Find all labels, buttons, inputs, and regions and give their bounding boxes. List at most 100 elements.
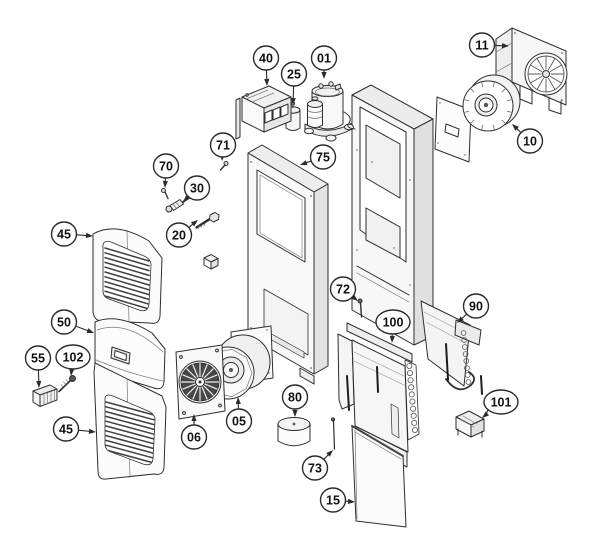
callout-01: 01 xyxy=(310,45,338,79)
part-55-switch-unit xyxy=(32,384,58,407)
callout-11: 11 xyxy=(468,32,509,58)
part-71-screw xyxy=(219,161,229,171)
part-30-temperature-sensor xyxy=(165,197,190,213)
part-15-access-panel xyxy=(351,425,407,528)
balloon-label: 102 xyxy=(63,351,84,365)
leader-arrow xyxy=(36,380,42,388)
balloon xyxy=(329,276,357,302)
balloon-label: 20 xyxy=(172,229,186,243)
balloon-label: 72 xyxy=(336,283,350,297)
balloon xyxy=(50,221,78,247)
callout-10: 10 xyxy=(512,124,544,154)
part-enclosure-frame xyxy=(351,84,434,346)
balloon-label: 71 xyxy=(216,139,230,153)
leader-arrow xyxy=(86,328,94,334)
leader-arrow xyxy=(501,43,509,49)
callout-45: 45 xyxy=(50,221,93,247)
balloon xyxy=(50,309,78,335)
leader-arrow xyxy=(350,294,358,301)
leader-arrow xyxy=(389,335,395,343)
balloon-label: 45 xyxy=(59,423,73,437)
balloon xyxy=(252,45,280,71)
leader-arrow xyxy=(292,410,298,417)
leader-arrow xyxy=(290,97,296,105)
callout-45: 45 xyxy=(52,416,96,442)
balloon-label: 45 xyxy=(57,228,71,242)
balloon-label: 15 xyxy=(326,494,340,508)
balloon xyxy=(24,345,52,371)
balloon-label: 100 xyxy=(383,316,404,330)
balloon xyxy=(310,45,338,71)
balloon-label: 11 xyxy=(475,39,488,53)
balloon-label: 50 xyxy=(57,316,71,330)
balloon-label: 25 xyxy=(287,68,301,82)
part-10-impeller-wheel xyxy=(462,74,521,132)
balloon-label: 30 xyxy=(190,182,204,196)
leader-arrow xyxy=(88,428,96,434)
callout-15: 15 xyxy=(319,487,355,513)
callout-layer: 40 25 01 11 10 75 71 70 30 20 45 50 55 102 45 06 05 80 72 1… xyxy=(24,32,544,513)
part-mounting-screws xyxy=(346,343,483,411)
balloon xyxy=(165,222,193,248)
balloon xyxy=(55,344,91,370)
callout-101: 101 xyxy=(482,389,519,418)
leader-arrow xyxy=(347,498,355,504)
part-45-top-grille-panel xyxy=(92,228,163,324)
balloon xyxy=(152,153,180,179)
leader-arrow xyxy=(191,414,197,421)
balloon-label: 70 xyxy=(159,160,173,174)
part-75-front-cover xyxy=(247,144,329,385)
part-11-fan-housing xyxy=(495,27,568,115)
balloon-label: 73 xyxy=(308,462,322,476)
callout-90: 90 xyxy=(457,293,490,323)
callout-06: 06 xyxy=(180,414,208,450)
part-101-mounting-bracket xyxy=(455,410,485,438)
part-45-bottom-grille-panel xyxy=(93,362,167,480)
callout-70: 70 xyxy=(152,153,180,188)
balloon xyxy=(309,144,337,170)
leader-arrow xyxy=(326,450,333,457)
balloon xyxy=(483,389,519,415)
part-20-bolt xyxy=(195,212,220,230)
leader-arrow xyxy=(190,220,198,227)
leader-arrow xyxy=(321,72,327,79)
leader-arrow xyxy=(457,316,464,323)
balloon-label: 06 xyxy=(187,431,201,445)
balloon-label: 10 xyxy=(523,135,537,149)
balloon xyxy=(281,384,309,410)
callout-05: 05 xyxy=(225,397,253,434)
callout-72: 72 xyxy=(329,276,358,302)
leader-arrow xyxy=(512,124,519,131)
leader-arrow xyxy=(183,195,190,202)
part-small-block xyxy=(203,254,219,270)
balloon-label: 01 xyxy=(317,52,331,66)
balloon xyxy=(516,128,544,154)
part-slotted-plate xyxy=(434,96,472,163)
part-80-foam-ring xyxy=(277,417,311,447)
callout-73: 73 xyxy=(301,450,333,481)
balloon-label: 40 xyxy=(259,52,273,66)
part-06-fan-plate xyxy=(175,344,226,420)
balloon xyxy=(468,32,496,58)
balloon xyxy=(52,416,80,442)
balloon xyxy=(301,455,329,481)
balloon-label: 55 xyxy=(31,352,45,366)
leader-arrow xyxy=(482,411,490,418)
balloon xyxy=(375,309,411,335)
callout-100: 100 xyxy=(375,309,411,343)
callout-20: 20 xyxy=(165,220,198,248)
balloon xyxy=(180,424,208,450)
leader-arrow xyxy=(69,368,75,376)
leader-arrow xyxy=(300,160,308,166)
callout-50: 50 xyxy=(50,309,94,335)
part-01-compressor xyxy=(304,81,356,142)
balloon xyxy=(183,175,211,201)
callout-71: 71 xyxy=(209,132,237,161)
callout-30: 30 xyxy=(183,175,211,202)
balloon-label: 90 xyxy=(469,300,483,314)
callout-75: 75 xyxy=(300,144,337,170)
balloon xyxy=(280,61,308,87)
callout-80: 80 xyxy=(281,384,309,417)
part-40-terminal-block xyxy=(235,85,292,140)
